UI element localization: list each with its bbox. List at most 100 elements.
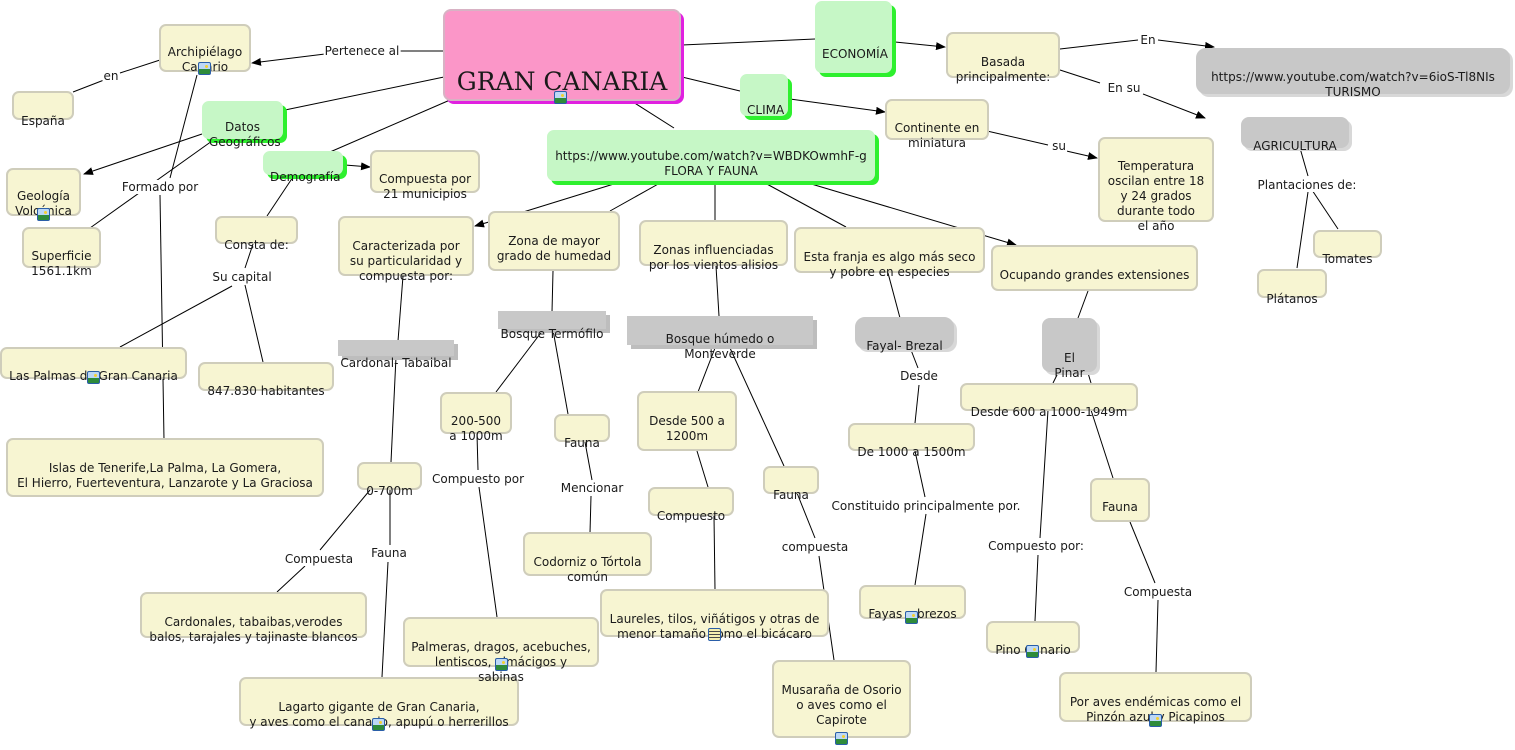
node-musarana[interactable]: Musaraña de Osorio o aves como el Capiro… — [772, 660, 911, 738]
node-continente[interactable]: Continente en miniatura — [885, 99, 989, 150]
node-text: España — [21, 114, 65, 128]
node-text: Datos Geográficos — [209, 120, 281, 149]
image-icon[interactable] — [495, 658, 508, 671]
node-text: Tomates — [1322, 252, 1373, 266]
node-clima[interactable]: CLIMA — [740, 74, 788, 117]
node-text: Zona de mayor grado de humedad — [496, 234, 612, 263]
node-zona-humedad[interactable]: Zona de mayor grado de humedad — [488, 211, 620, 271]
node-0-700[interactable]: 0-700m — [357, 462, 422, 498]
node-zonas-alisios[interactable]: Zonas influenciadas por los vientos alis… — [639, 220, 788, 272]
node-text: Cardonales, tabaibas,verodes balos, tara… — [149, 615, 358, 644]
node-fauna-pinar[interactable]: Fauna — [1090, 478, 1150, 522]
link-label: Formado por — [120, 180, 200, 194]
link-label: en — [102, 69, 120, 83]
node-text: Cardonal- Tabaibal — [340, 356, 452, 370]
node-codorniz[interactable]: Codorniz o Tórtola común — [523, 532, 652, 584]
node-compuesto[interactable]: Compuesto — [648, 487, 734, 523]
link-label: Mencionar — [559, 481, 625, 495]
image-icon[interactable] — [87, 371, 100, 384]
node-franja[interactable]: Esta franja es algo más seco y pobre en … — [794, 227, 985, 279]
node-text: Basada principalmente: — [955, 55, 1051, 84]
node-text: Continente en miniatura — [894, 121, 980, 150]
node-habitantes[interactable]: 847.830 habitantes — [198, 362, 334, 398]
node-600-1949[interactable]: Desde 600 a 1000-1949m — [960, 383, 1138, 419]
link-label: Compuesto por — [430, 472, 526, 486]
node-tomates[interactable]: Tomates — [1313, 230, 1382, 266]
node-text: https://www.youtube.com/watch?v=6ioS-Tl8… — [1211, 70, 1495, 99]
node-text: El Pinar — [1054, 351, 1085, 380]
node-text: Fauna — [773, 488, 809, 502]
link-label: Compuesta — [1122, 585, 1194, 599]
node-text: Desde 500 a 1200m — [649, 414, 725, 443]
link-label: Pertenece al — [323, 44, 401, 58]
node-text: Archipiélago Canario — [167, 45, 243, 74]
link-label: su — [1051, 139, 1067, 153]
node-text: Plátanos — [1266, 292, 1318, 306]
node-text: Islas de Tenerife,La Palma, La Gomera, E… — [17, 461, 313, 490]
node-consta[interactable]: Consta de: — [215, 216, 298, 252]
link-label: En — [1139, 33, 1157, 47]
node-el-pinar[interactable]: El Pinar — [1042, 318, 1097, 380]
node-basada[interactable]: Basada principalmente: — [946, 32, 1060, 84]
node-fauna-monteverde[interactable]: Fauna — [763, 466, 819, 502]
node-flora-fauna[interactable]: https://www.youtube.com/watch?v=WBDKOwmh… — [547, 130, 875, 181]
node-cardonales[interactable]: Cardonales, tabaibas,verodes balos, tara… — [140, 592, 367, 644]
node-fayal-brezal[interactable]: Fayal- Brezal — [855, 317, 954, 353]
image-icon[interactable] — [198, 62, 211, 75]
node-text: Temperatura oscilan entre 18 y 24 grados… — [1107, 159, 1205, 233]
node-economia[interactable]: ECONOMÍA — [815, 1, 892, 73]
node-text: Bosque Termófilo — [500, 327, 604, 341]
node-temperatura[interactable]: Temperatura oscilan entre 18 y 24 grados… — [1098, 137, 1214, 233]
node-agricultura-box[interactable]: AGRICULTURA — [1241, 117, 1349, 153]
node-gran-canaria[interactable]: GRAN CANARIA — [443, 9, 681, 101]
node-caracterizada[interactable]: Caracterizada por su particularidad y co… — [338, 216, 474, 283]
node-text: Por aves endémicas como el Pinzón azul y… — [1069, 695, 1242, 724]
node-text: Zonas influenciadas por los vientos alis… — [648, 243, 779, 272]
node-fauna-termofilo[interactable]: Fauna — [554, 414, 610, 450]
node-200-500[interactable]: 200-500 a 1000m — [440, 392, 512, 443]
node-fayas[interactable]: Fayas y brezos — [859, 585, 966, 621]
link-label: Plantaciones de: — [1256, 178, 1358, 192]
link-label: Compuesto por: — [987, 539, 1085, 553]
node-500-1200[interactable]: Desde 500 a 1200m — [637, 391, 737, 451]
link-label: compuesta — [780, 540, 850, 554]
node-text: Musaraña de Osorio o aves como el Capiro… — [781, 683, 902, 727]
image-icon[interactable] — [1149, 714, 1162, 727]
node-text: Consta de: — [224, 238, 289, 252]
node-turismo-link[interactable]: https://www.youtube.com/watch?v=6ioS-Tl8… — [1196, 48, 1510, 99]
node-ocupando[interactable]: Ocupando grandes extensiones — [991, 245, 1198, 291]
node-platanos[interactable]: Plátanos — [1257, 269, 1327, 306]
link-label: Fauna — [370, 546, 408, 560]
node-text: Demografía — [270, 170, 341, 184]
node-bosque-termofilo[interactable]: Bosque Termófilo — [498, 311, 606, 341]
node-islas[interactable]: Islas de Tenerife,La Palma, La Gomera, E… — [6, 438, 324, 497]
link-label: Constituido principalmente por. — [830, 499, 1022, 513]
node-text: Caracterizada por su particularidad y co… — [349, 239, 463, 283]
node-text: Esta franja es algo más seco y pobre en … — [803, 250, 976, 279]
image-icon[interactable] — [905, 611, 918, 624]
node-demografia[interactable]: Demografía — [263, 151, 343, 184]
image-icon[interactable] — [554, 91, 567, 104]
document-icon[interactable] — [708, 628, 721, 641]
node-text: ECONOMÍA — [822, 47, 888, 61]
image-icon[interactable] — [37, 208, 50, 221]
image-icon[interactable] — [372, 718, 385, 731]
node-bosque-monteverde[interactable]: Bosque húmedo o Monteverde — [627, 316, 813, 361]
node-espana[interactable]: España — [12, 91, 74, 128]
node-text: Bosque húmedo o Monteverde — [665, 332, 775, 361]
node-municipios[interactable]: Compuesta por 21 municipios — [370, 150, 480, 201]
image-icon[interactable] — [1026, 645, 1039, 658]
node-text: Ocupando grandes extensiones — [999, 268, 1190, 282]
node-1000-1500[interactable]: De 1000 a 1500m — [848, 423, 975, 459]
node-palmeras[interactable]: Palmeras, dragos, acebuches, lentiscos, … — [403, 617, 599, 684]
link-label: En su — [1106, 81, 1142, 95]
image-icon[interactable] — [835, 732, 848, 745]
node-text: Palmeras, dragos, acebuches, lentiscos, … — [411, 640, 591, 684]
node-superficie[interactable]: Superficie 1561.1km — [22, 227, 101, 278]
link-label: Su capital — [211, 270, 273, 284]
node-text: Compuesta por 21 municipios — [378, 172, 472, 201]
node-datos-geograficos[interactable]: Datos Geográficos — [202, 101, 283, 149]
node-text: Fauna — [564, 436, 600, 450]
node-text: Desde 600 a 1000-1949m — [970, 405, 1128, 419]
node-cardonal-tabaibal[interactable]: Cardonal- Tabaibal — [338, 340, 454, 370]
